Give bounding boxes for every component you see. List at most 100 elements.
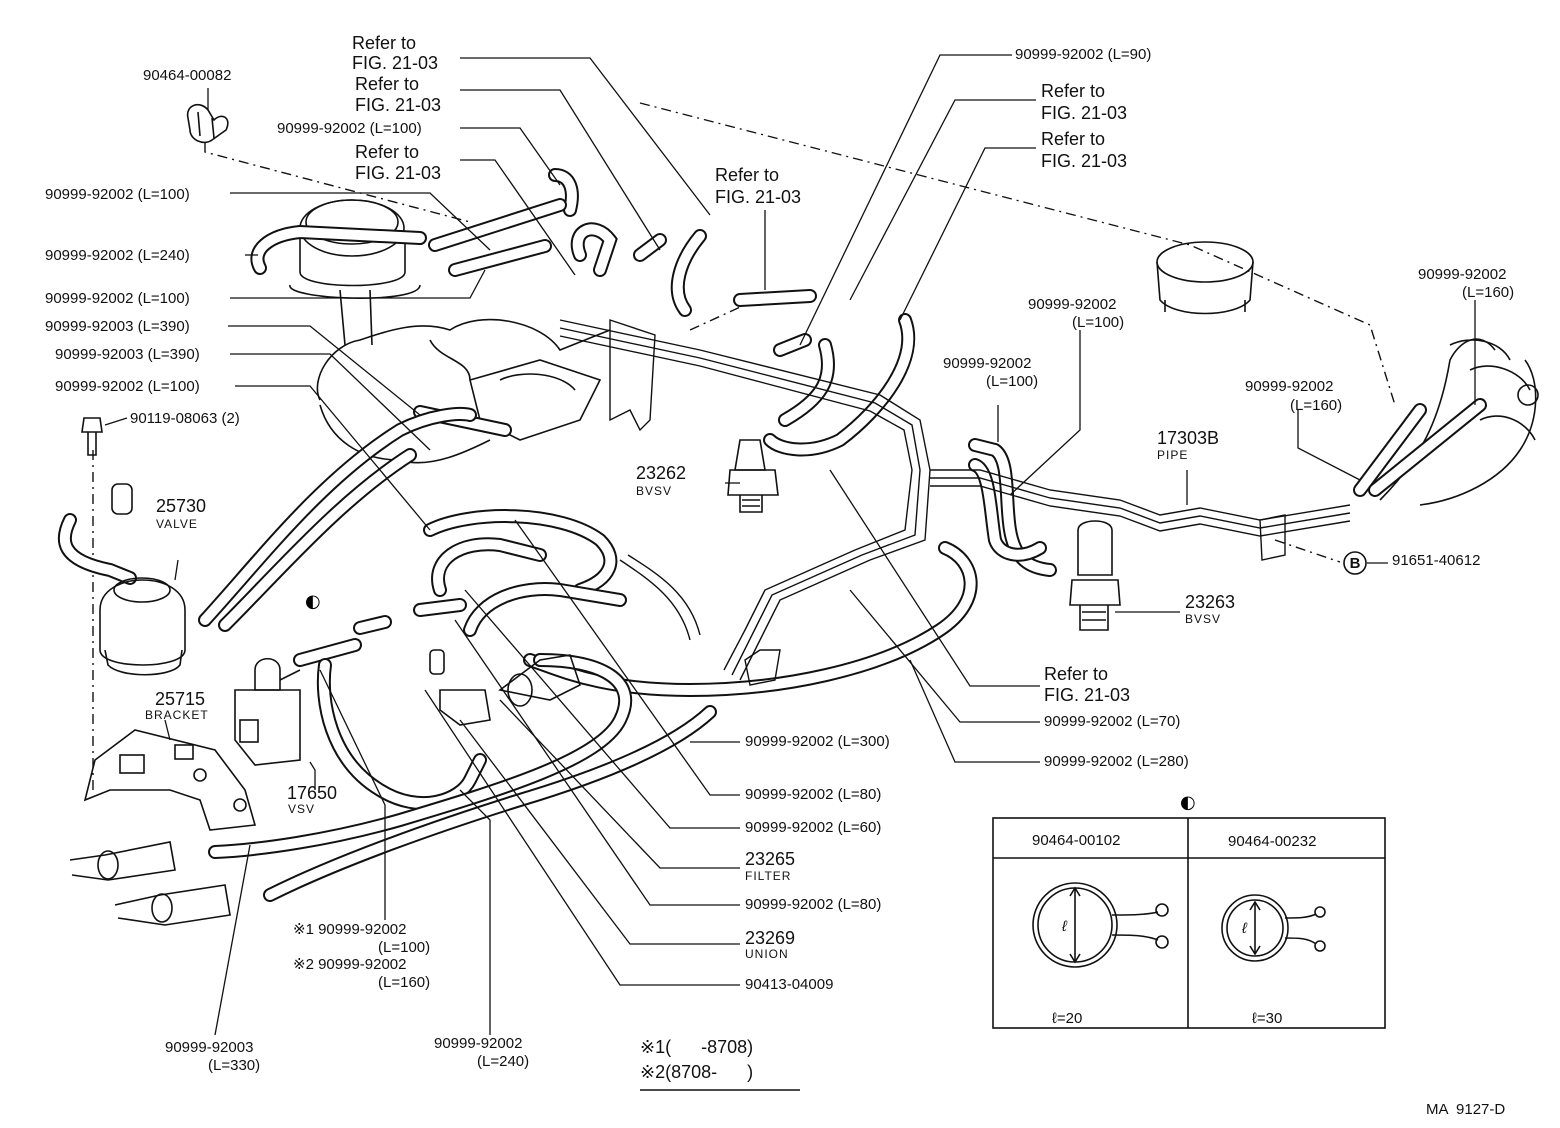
clip-30-drawing <box>1221 894 1326 962</box>
label-refer-3b: FIG. 21-03 <box>355 163 442 183</box>
label-hose-l90: 90999-92002 (L=90) <box>1015 46 1152 63</box>
label-refer-7b: FIG. 21-03 <box>1044 685 1131 705</box>
label-hose-l60: 90999-92002 (L=60) <box>745 819 882 836</box>
label-refer-6a: Refer to <box>1041 129 1106 149</box>
label-r-hose-l160-a1: 90999-92002 <box>1418 266 1507 283</box>
label-hose-l240-a: 90999-92002 (L=240) <box>45 247 190 264</box>
reservoir <box>1156 241 1254 315</box>
label-bracket-name: BRACKET <box>145 708 209 722</box>
label-pipe-num: 17303B <box>1157 428 1220 448</box>
bvsv-23262 <box>727 439 779 513</box>
lower-left-filters <box>69 841 231 926</box>
table-col2-dim: ℓ=30 <box>1252 1010 1283 1027</box>
bolt <box>81 417 103 456</box>
label-hose-l80-a: 90999-92002 (L=80) <box>745 786 882 803</box>
label-hose-l100-a: 90999-92002 (L=100) <box>277 120 422 137</box>
figure-code: MA 9127-D <box>1426 1101 1506 1118</box>
table-col2-symbol: ℓ <box>1242 920 1247 937</box>
label-star2-len: (L=160) <box>378 974 431 991</box>
filter-23265 <box>498 654 581 707</box>
vsv-17650 <box>234 657 301 766</box>
canister-assembly <box>289 199 421 346</box>
label-pipe-name: PIPE <box>1157 448 1189 462</box>
label-hose-l390-a: 90999-92003 (L=390) <box>45 318 190 335</box>
label-bvsv1-name: BVSV <box>636 484 673 498</box>
table-col1-symbol: ℓ <box>1062 918 1067 935</box>
bvsv-23263 <box>1069 520 1121 631</box>
label-hose-l280: 90999-92002 (L=280) <box>1044 753 1189 770</box>
label-hose-l70: 90999-92002 (L=70) <box>1044 713 1181 730</box>
vehicle-outline-dash <box>639 102 1396 406</box>
union-23269 <box>429 649 491 726</box>
bracket-25715 <box>83 729 257 831</box>
leader-lines <box>104 54 1476 1036</box>
label-bvsv1-num: 23262 <box>636 463 687 483</box>
label-refer-6b: FIG. 21-03 <box>1041 151 1128 171</box>
label-clamp-b: 91651-40612 <box>1392 552 1481 569</box>
label-r-hose-l100-a2: (L=100) <box>1072 314 1125 331</box>
label-bolt: 90119-08063 (2) <box>130 410 240 427</box>
label-hose-l100-c: 90999-92002 (L=100) <box>45 290 190 307</box>
label-r-hose-l160-b1: 90999-92002 <box>1245 378 1334 395</box>
clip-20-drawing <box>1032 882 1169 968</box>
label-r-hose-l160-a2: (L=160) <box>1462 284 1515 301</box>
label-valve-name: VALVE <box>156 517 198 531</box>
label-filter-num: 23265 <box>745 849 796 869</box>
label-hose-l330-num: 90999-92003 <box>165 1039 254 1056</box>
hose-network <box>57 168 1487 902</box>
label-filter-name: FILTER <box>745 869 792 883</box>
half-mark-icon: ◐ <box>305 591 321 612</box>
pipe-bundle <box>559 319 1351 686</box>
table-col2-part: 90464-00232 <box>1228 833 1317 850</box>
label-top-clip: 90464-00082 <box>143 67 232 84</box>
label-hose-l390-b: 90999-92003 (L=390) <box>55 346 200 363</box>
label-refer-2b: FIG. 21-03 <box>355 95 442 115</box>
label-star1-len: (L=100) <box>378 939 431 956</box>
label-valve-num: 25730 <box>156 496 207 516</box>
label-note2: ※2(8708- ) <box>640 1062 754 1082</box>
label-refer-4a: Refer to <box>715 165 780 185</box>
top-clip-part <box>186 103 229 144</box>
label-hose-l330-len: (L=330) <box>208 1057 261 1074</box>
label-hose-l80-b: 90999-92002 (L=80) <box>745 896 882 913</box>
label-clip-bottom: 90413-04009 <box>745 976 834 993</box>
label-refer-4b: FIG. 21-03 <box>715 187 802 207</box>
half-mark-icon-table: ◐ <box>1180 792 1196 813</box>
label-r-hose-l100-b2: (L=100) <box>986 373 1039 390</box>
label-b-mark: B <box>1349 555 1361 572</box>
label-note1: ※1( -8708) <box>640 1037 754 1057</box>
table-col1-part: 90464-00102 <box>1032 832 1121 849</box>
label-r-hose-l160-b2: (L=160) <box>1290 397 1343 414</box>
label-refer-3a: Refer to <box>355 142 420 162</box>
label-star1-num: ※1 90999-92002 <box>293 921 407 938</box>
label-union-name: UNION <box>745 947 789 961</box>
label-bracket-num: 25715 <box>155 689 206 709</box>
label-bvsv2-num: 23263 <box>1185 592 1236 612</box>
label-bvsv2-name: BVSV <box>1185 612 1222 626</box>
label-hose-l100-d: 90999-92002 (L=100) <box>55 378 200 395</box>
label-r-hose-l100-b1: 90999-92002 <box>943 355 1032 372</box>
label-union-num: 23269 <box>745 928 796 948</box>
engine-dash <box>689 297 761 331</box>
b-clamp-symbol <box>1343 551 1367 575</box>
label-vsv-name: VSV <box>288 802 316 816</box>
label-refer-5a: Refer to <box>1041 81 1106 101</box>
engine-body <box>316 318 611 464</box>
label-refer-1b: FIG. 21-03 <box>352 53 439 73</box>
valve-25730 <box>99 483 186 676</box>
label-hose-l100-b: 90999-92002 (L=100) <box>45 186 190 203</box>
label-r-hose-l100-a1: 90999-92002 <box>1028 296 1117 313</box>
label-refer-5b: FIG. 21-03 <box>1041 103 1128 123</box>
label-hose-l240b-len: (L=240) <box>477 1053 530 1070</box>
label-refer-7a: Refer to <box>1044 664 1109 684</box>
label-hose-l300: 90999-92002 (L=300) <box>745 733 890 750</box>
label-star2-num: ※2 90999-92002 <box>293 956 407 973</box>
label-hose-l240b-num: 90999-92002 <box>434 1035 523 1052</box>
table-col1-dim: ℓ=20 <box>1052 1010 1083 1027</box>
label-refer-2a: Refer to <box>355 74 420 94</box>
label-vsv-num: 17650 <box>287 783 338 803</box>
clip-table <box>992 817 1386 1029</box>
label-refer-1a: Refer to <box>352 33 417 53</box>
